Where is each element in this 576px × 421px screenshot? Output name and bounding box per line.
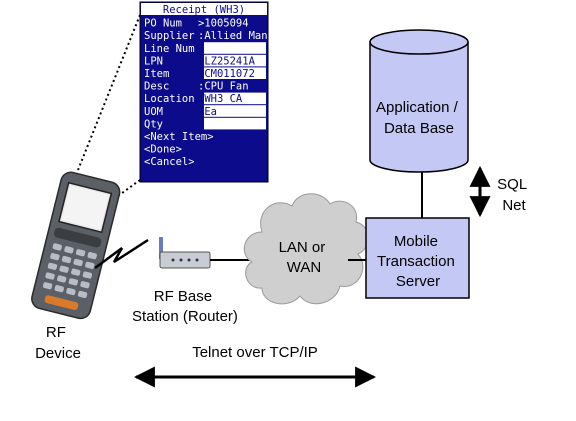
screen-field-value: :Allied Man [198, 30, 268, 42]
screen-field-box[interactable] [204, 54, 266, 67]
screen-field-value[interactable]: > [198, 118, 204, 130]
screen-field-box[interactable] [204, 105, 266, 117]
screen-field-label: Supplier [144, 30, 195, 42]
screen-action[interactable]: <Cancel> [144, 156, 195, 168]
screen-field-label: Line Num [144, 43, 195, 55]
device-screen-zoom: Receipt (WH3) PO Num >1005094Supplier:All… [139, 1, 269, 183]
screen-field-label: Location [144, 93, 195, 105]
database-icon [369, 29, 469, 173]
sqlnet-label: SQL Net [497, 176, 531, 214]
screen-field-label: PO Num [144, 18, 182, 30]
router-icon [159, 237, 211, 269]
server-label: Mobile Transaction Server [377, 233, 459, 290]
telnet-label: Telnet over TCP/IP [192, 344, 318, 361]
screen-field-value[interactable]: >Ea [198, 106, 217, 118]
lan-wan-cloud [243, 193, 369, 305]
screen-field-value[interactable]: >LZ25241A [198, 55, 256, 67]
server-box [365, 217, 470, 299]
screen-title: Receipt (WH3) [163, 4, 245, 16]
screen-field-box[interactable] [204, 67, 266, 79]
screen-field-label: Desc [144, 81, 169, 93]
screen-field-value[interactable]: > [198, 43, 204, 55]
rf-device-icon [31, 171, 121, 320]
screen-field-value[interactable]: >WH3 CA [198, 93, 243, 105]
screen-field-label: Item [144, 68, 169, 80]
screen-field-value: >1005094 [198, 18, 249, 30]
screen-field-label: UOM [144, 106, 163, 118]
rf-device-label: RF Device [35, 324, 81, 362]
zoom-line-left [77, 14, 141, 171]
screen-field-value[interactable]: >CM011072 [198, 68, 255, 80]
screen-field-box[interactable] [204, 42, 266, 54]
screen-field-value: :CPU Fan [198, 81, 249, 93]
screen-field-label: Qty [144, 118, 163, 130]
screen-field-label: LPN [144, 55, 163, 67]
screen-action[interactable]: <Next Item> [144, 131, 214, 143]
database-label: Application / Data Base [376, 99, 462, 137]
rf-base-label: RF Base Station (Router) [132, 288, 238, 325]
screen-action[interactable]: <Done> [144, 144, 182, 156]
rf-signal-icon [94, 238, 149, 270]
lan-wan-label: LAN or WAN [279, 239, 330, 276]
screen-field-box[interactable] [204, 117, 266, 130]
screen-field-box[interactable] [204, 92, 266, 105]
